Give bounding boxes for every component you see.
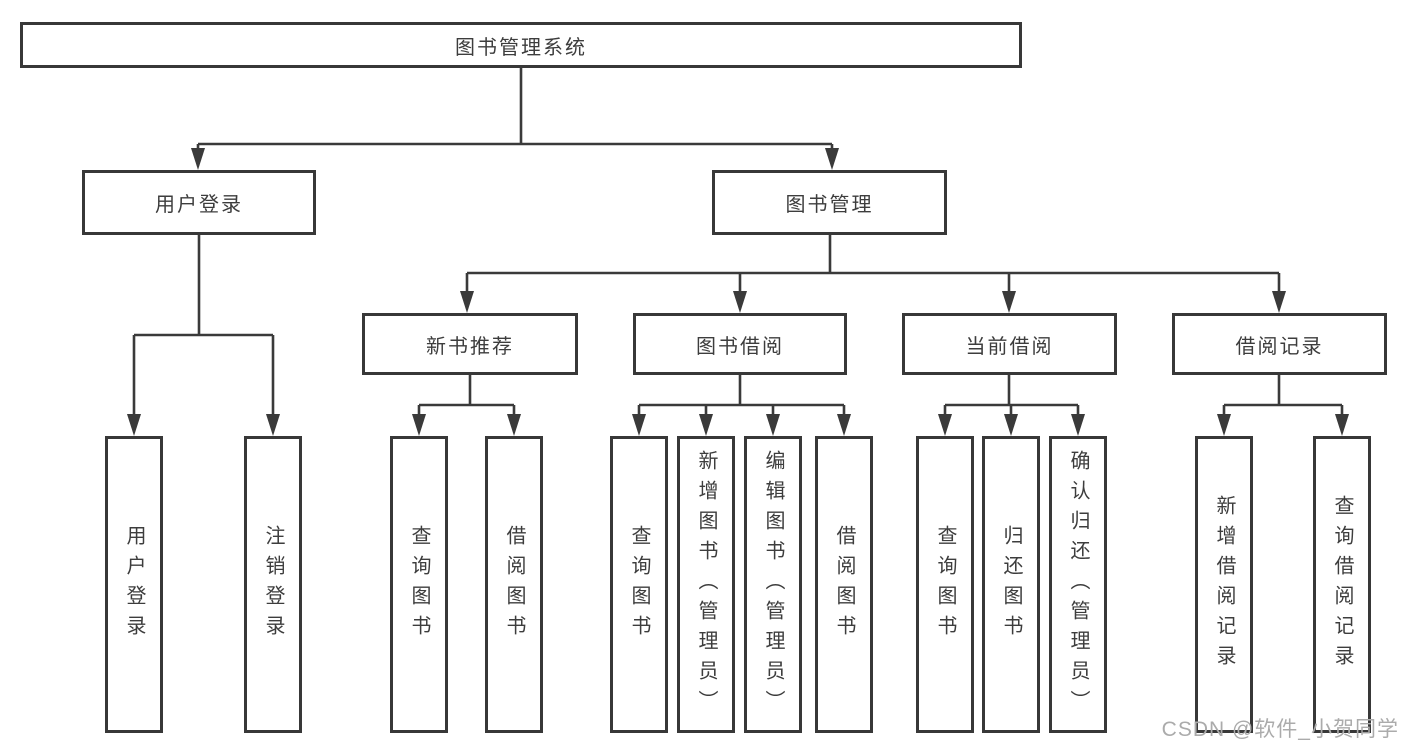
leaf-user-login: 用户登录 — [105, 436, 163, 733]
node-book-management: 图书管理 — [712, 170, 947, 235]
leaf-return-books: 归还图书 — [982, 436, 1040, 733]
leaf-borrow-books-recommend: 借阅图书 — [485, 436, 543, 733]
leaf-add-borrow-record: 新增借阅记录 — [1195, 436, 1253, 733]
node-borrowing-records: 借阅记录 — [1172, 313, 1387, 375]
node-root: 图书管理系统 — [20, 22, 1022, 68]
node-current-borrowing-label: 当前借阅 — [965, 335, 1054, 358]
node-new-book-recommend-label: 新书推荐 — [426, 335, 514, 358]
leaf-confirm-return-admin-label: 确认归还（管理员） — [1067, 449, 1089, 720]
leaf-logout-label: 注销登录 — [262, 524, 284, 645]
connector-current-borrow-to-leaves — [938, 375, 1085, 436]
connector-book-mgmt-to-level3 — [460, 235, 1286, 313]
leaf-edit-books-admin: 编辑图书（管理员） — [744, 436, 802, 733]
leaf-query-borrow-record-label: 查询借阅记录 — [1331, 494, 1353, 675]
leaf-user-login-label: 用户登录 — [123, 524, 145, 645]
leaf-query-books-current: 查询图书 — [916, 436, 974, 733]
leaf-add-books-admin: 新增图书（管理员） — [677, 436, 735, 733]
node-root-label: 图书管理系统 — [455, 36, 587, 59]
node-borrowing-records-label: 借阅记录 — [1235, 335, 1324, 358]
leaf-query-borrow-record: 查询借阅记录 — [1313, 436, 1371, 733]
node-current-borrowing: 当前借阅 — [902, 313, 1117, 375]
leaf-query-books-current-label: 查询图书 — [934, 524, 956, 645]
leaf-query-books-borrowing: 查询图书 — [610, 436, 668, 733]
leaf-borrow-books-borrowing: 借阅图书 — [815, 436, 873, 733]
connector-root-to-level2 — [191, 68, 839, 170]
leaf-add-borrow-record-label: 新增借阅记录 — [1213, 494, 1235, 675]
connector-new-book-rec-to-leaves — [412, 375, 521, 436]
leaf-query-books-recommend-label: 查询图书 — [408, 524, 430, 645]
connector-borrow-records-to-leaves — [1217, 375, 1349, 436]
node-book-borrowing: 图书借阅 — [633, 313, 847, 375]
leaf-add-books-admin-label: 新增图书（管理员） — [695, 449, 717, 720]
node-user-login: 用户登录 — [82, 170, 316, 235]
csdn-watermark: CSDN @软件_小贺同学 — [1161, 718, 1399, 741]
leaf-edit-books-admin-label: 编辑图书（管理员） — [762, 449, 784, 720]
node-new-book-recommend: 新书推荐 — [362, 313, 578, 375]
node-book-management-label: 图书管理 — [785, 194, 874, 216]
node-book-borrowing-label: 图书借阅 — [696, 335, 784, 358]
node-user-login-label: 用户登录 — [155, 194, 243, 216]
leaf-query-books-borrowing-label: 查询图书 — [628, 524, 650, 645]
connector-book-borrow-to-leaves — [632, 375, 851, 436]
connector-user-login-to-leaves — [127, 235, 280, 436]
leaf-borrow-books-recommend-label: 借阅图书 — [503, 524, 525, 645]
leaf-borrow-books-borrowing-label: 借阅图书 — [833, 524, 855, 645]
leaf-confirm-return-admin: 确认归还（管理员） — [1049, 436, 1107, 733]
leaf-return-books-label: 归还图书 — [1000, 524, 1022, 645]
leaf-logout: 注销登录 — [244, 436, 302, 733]
leaf-query-books-recommend: 查询图书 — [390, 436, 448, 733]
